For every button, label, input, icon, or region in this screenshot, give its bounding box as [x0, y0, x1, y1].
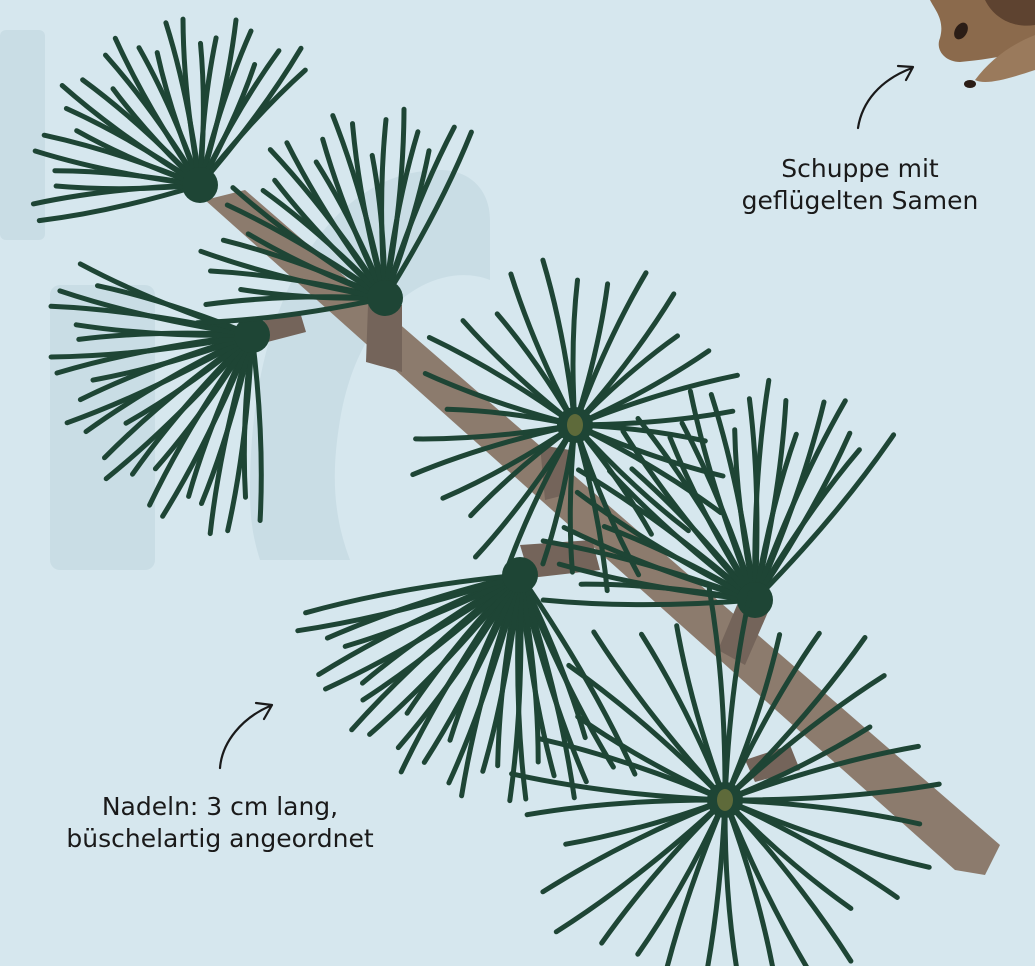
- cone-scale: [930, 0, 1035, 88]
- needles-label: Nadeln: 3 cm lang, büschelartig angeordn…: [20, 791, 420, 855]
- needle: [755, 435, 894, 600]
- scale-label: Schuppe mit geflügelten Samen: [700, 153, 1020, 217]
- needle-cluster-base: [367, 280, 403, 316]
- scale-label-line2: geflügelten Samen: [700, 185, 1020, 217]
- needle-cluster-base: [182, 167, 218, 203]
- needle: [573, 280, 578, 425]
- needle: [56, 185, 200, 189]
- bud-center: [717, 789, 733, 811]
- scale-label-line1: Schuppe mit: [700, 153, 1020, 185]
- needle-cluster-base: [502, 557, 538, 593]
- needle: [755, 401, 845, 600]
- bud-center: [567, 414, 583, 436]
- needles-label-line1: Nadeln: 3 cm lang,: [20, 791, 420, 823]
- needles-label-line2: büschelartig angeordnet: [20, 823, 420, 855]
- curved-arrow-icon: [220, 703, 272, 768]
- needle-cluster-base: [737, 582, 773, 618]
- curved-arrow-icon: [858, 66, 913, 128]
- needle: [543, 600, 755, 605]
